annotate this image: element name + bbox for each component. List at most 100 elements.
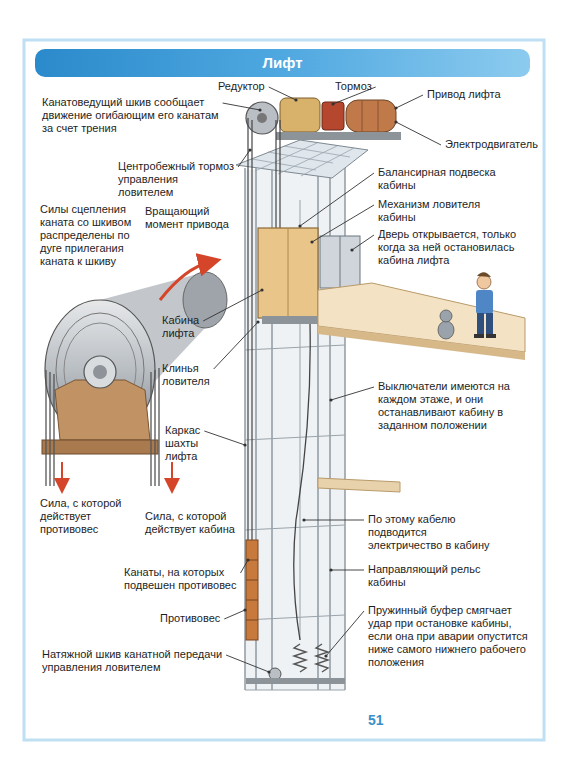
- leader-line: [326, 611, 364, 656]
- illustration-part: [477, 313, 484, 335]
- illustration-part: [244, 168, 245, 690]
- leader-line: [203, 290, 262, 321]
- illustration-part: [279, 120, 280, 228]
- leader-dot: [329, 568, 332, 571]
- illustration-part: [276, 132, 401, 140]
- illustration-part: [246, 600, 258, 601]
- leader-line: [269, 87, 296, 100]
- illustration-part: [49, 372, 50, 486]
- callout-label: Вращающий момент привода: [145, 205, 230, 231]
- callout-label: Клинья ловителя: [162, 362, 228, 388]
- cat-figure: [438, 310, 454, 339]
- callout-label: Привод лифта: [427, 88, 517, 101]
- callout-label: Дверь открывается, только когда за ней о…: [378, 228, 528, 267]
- illustration-part: [61, 462, 63, 486]
- leader-dot: [329, 398, 332, 401]
- illustration-part: [245, 690, 345, 691]
- callout-label: Пружинный буфер смягчает удар при остано…: [368, 604, 528, 669]
- illustration-part: [258, 228, 318, 318]
- illustration-part: [246, 678, 345, 684]
- leader-dot: [302, 518, 305, 521]
- page-number: 51: [368, 712, 408, 728]
- illustration-part: [93, 365, 107, 379]
- illustration-part: [246, 102, 278, 134]
- illustration-part: [318, 478, 400, 492]
- illustration-part: [275, 120, 276, 228]
- leader-line: [224, 610, 245, 619]
- callout-label: Сила, с которой действует противовес: [40, 497, 140, 536]
- leader-line: [352, 235, 374, 250]
- leader-dot: [243, 608, 246, 611]
- counterweight: [246, 324, 345, 684]
- leader-dot: [350, 248, 353, 251]
- leader-dot: [310, 240, 313, 243]
- callout-label: Направляющий рельс кабины: [368, 563, 503, 589]
- illustration-part: [294, 324, 310, 640]
- leader-dot: [256, 320, 259, 323]
- illustration-part: [340, 236, 341, 288]
- illustration-part: [84, 356, 116, 388]
- leader-dot: [298, 224, 301, 227]
- leader-line: [331, 387, 374, 400]
- leader-dot: [248, 148, 251, 151]
- callout-label: Выключатели имеются на каждом этаже, и о…: [378, 380, 518, 432]
- illustration-part: [316, 644, 328, 672]
- illustration-part: [24, 40, 544, 740]
- illustration-part: [262, 316, 318, 324]
- illustration-part: [486, 334, 496, 338]
- illustration-part: [45, 370, 46, 486]
- leader-line: [331, 570, 364, 571]
- callout-label: Тормоз: [335, 80, 395, 93]
- illustration-part: [247, 118, 248, 540]
- illustration-part: [294, 644, 306, 672]
- illustration-part: [301, 148, 354, 176]
- sheave-detail: [42, 262, 227, 486]
- illustration-part: [477, 275, 491, 289]
- illustration-part: [378, 100, 379, 132]
- callout-label: По этому кабелю подводится электричество…: [368, 513, 503, 552]
- callout-label: Механизм ловителя кабины: [378, 198, 518, 224]
- illustration-part: [171, 462, 173, 486]
- callout-label: Канаты, на которых подвешен противовес: [124, 566, 240, 592]
- callout-label: Сила, с которой действует кабина: [145, 510, 237, 536]
- callout-label: Редуктор: [218, 80, 288, 93]
- illustration-part: [46, 368, 159, 486]
- callout-label: Натяжной шкив канатной передачи управлен…: [42, 648, 232, 674]
- illustration-part: [35, 49, 530, 77]
- illustration-part: [42, 440, 158, 454]
- leader-dot: [243, 443, 246, 446]
- callout-label: Электродвигатель: [445, 138, 545, 151]
- illustration-part: [150, 372, 151, 486]
- illustration-part: [160, 262, 210, 300]
- page-frame: [24, 40, 544, 740]
- illustration-part: [476, 290, 493, 314]
- leader-line: [238, 150, 250, 167]
- callout-label: Балансирная подвеска кабины: [378, 166, 518, 192]
- leader-line: [223, 103, 260, 110]
- illustration-part: [248, 118, 280, 540]
- callout-label: Канатоведущий шкив сообщает движение оги…: [42, 96, 222, 135]
- illustration-part: [268, 152, 333, 163]
- leader-line: [214, 322, 258, 369]
- illustration-part: [278, 146, 337, 174]
- illustration-part: [346, 100, 396, 132]
- illustration-part: [257, 113, 267, 123]
- illustration-part: [288, 228, 289, 318]
- leader-dot: [294, 98, 297, 101]
- leader-dot: [246, 558, 249, 561]
- leader-line: [204, 431, 245, 445]
- illustration-part: [245, 345, 345, 350]
- illustration-part: [474, 334, 484, 338]
- leader-line: [396, 95, 423, 108]
- illustration-part: [486, 313, 493, 335]
- illustration-part: [320, 236, 360, 288]
- illustration-part: [246, 580, 258, 581]
- leader-dot: [260, 288, 263, 291]
- illustration-part: [55, 380, 150, 440]
- illustration-part: [246, 620, 258, 621]
- leader-dot: [258, 108, 261, 111]
- illustration-part: [245, 435, 345, 440]
- callout-label: Силы сцепления каната со шкивом распреде…: [40, 203, 135, 268]
- illustration-part: [438, 321, 454, 339]
- callout-label: Центробежный тормоз управления ловителем: [118, 160, 236, 199]
